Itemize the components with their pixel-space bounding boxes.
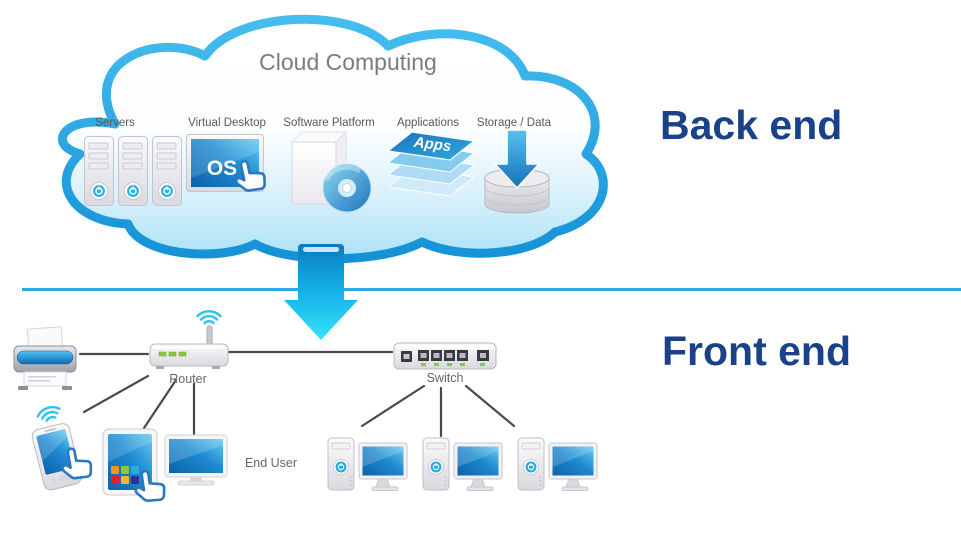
printer-icon	[13, 326, 77, 390]
smartphone-icon	[31, 403, 95, 491]
switch-label: Switch	[426, 371, 464, 385]
storage-data-icon	[484, 129, 550, 214]
virtual-desktop-icon: OS	[186, 134, 268, 195]
download-arrow-icon	[494, 129, 540, 189]
switch-icon	[393, 342, 497, 370]
desktop-pc-icon	[422, 437, 503, 492]
tablet-icon	[102, 428, 168, 504]
link-router-tablet	[142, 378, 178, 430]
wifi-icon	[196, 310, 222, 325]
monitor-icon	[164, 434, 228, 486]
wifi-icon	[34, 403, 63, 425]
software-platform-icon	[290, 130, 372, 213]
virtual-desktop-label: Virtual Desktop	[188, 117, 266, 129]
backend-frontend-divider	[22, 288, 961, 291]
desktop-pc-icon	[517, 437, 598, 492]
router-icon	[149, 310, 229, 369]
applications-icon: Apps	[388, 132, 476, 197]
os-text: OS	[207, 157, 237, 180]
end-user-label: End User	[244, 456, 298, 470]
cloud-title: Cloud Computing	[259, 49, 437, 75]
link-router-smartphone	[82, 374, 150, 414]
applications-label: Applications	[396, 117, 459, 129]
link-switch-pc1	[360, 384, 426, 428]
storage-data-label: Storage / Data	[476, 117, 552, 129]
servers-label: Servers	[95, 117, 135, 129]
software-platform-label: Software Platform	[283, 117, 375, 129]
desktop-pc-icon	[327, 437, 408, 492]
back-end-label: Back end	[660, 102, 843, 148]
cloud-to-frontend-arrow-icon	[284, 244, 358, 340]
network-connectors	[78, 350, 516, 438]
front-end-label: Front end	[662, 328, 852, 374]
servers-icon	[84, 136, 183, 207]
apps-text: Apps	[412, 134, 452, 156]
app-grid	[111, 466, 139, 484]
router-label: Router	[169, 372, 207, 386]
link-switch-pc3	[464, 384, 516, 428]
